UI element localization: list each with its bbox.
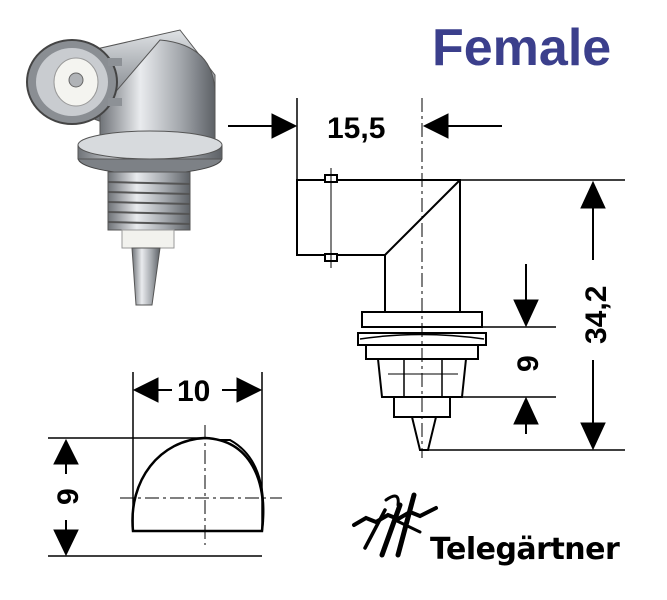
panel-cutout-drawing bbox=[48, 372, 282, 557]
dimension-height-total bbox=[580, 180, 606, 451]
telegaertner-logo-icon bbox=[352, 492, 438, 558]
dimension-label-nut-height: 9 bbox=[512, 355, 545, 372]
dimension-nut-height bbox=[513, 264, 539, 434]
page-title: Female bbox=[432, 19, 612, 77]
dimension-cutout-width bbox=[132, 377, 263, 403]
brand-name: Telegärtner bbox=[430, 532, 620, 567]
dimension-width-top bbox=[228, 113, 502, 139]
connector-photo bbox=[26, 29, 223, 306]
dimension-label-width-top: 15,5 bbox=[327, 112, 385, 145]
dimension-cutout-height bbox=[53, 438, 79, 557]
dimension-label-cutout-width: 10 bbox=[177, 375, 210, 408]
dimension-label-cutout-height: 9 bbox=[52, 488, 85, 505]
dimension-label-height-total: 34,2 bbox=[580, 286, 613, 344]
side-view-drawing bbox=[296, 98, 625, 458]
